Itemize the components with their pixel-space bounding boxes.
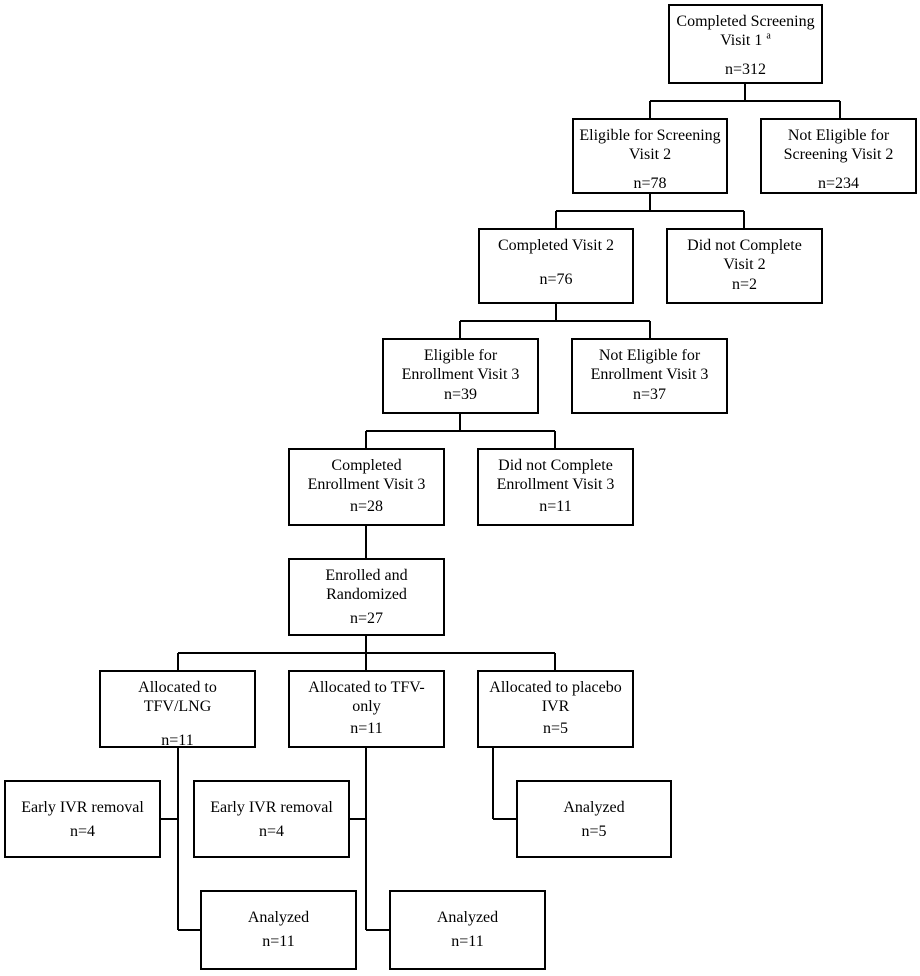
box-label-line1: Analyzed	[247, 909, 310, 926]
box-label-line1: Not Eligible for	[598, 347, 701, 364]
footnote-marker: a	[766, 30, 771, 42]
box-label-line1: Eligible for	[423, 347, 498, 364]
box-count: n=5	[542, 720, 569, 737]
box-allocated-placebo: Allocated to placebo IVR n=5	[477, 670, 634, 748]
box-did-not-complete-visit2: Did not Complete Visit 2 n=2	[666, 228, 823, 304]
box-label-line2: Visit 2	[723, 256, 766, 273]
box-enrolled-randomized: Enrolled and Randomized n=27	[288, 558, 445, 636]
box-label-line1: Analyzed	[563, 799, 625, 816]
box-label-line1: Enrolled and	[325, 567, 408, 584]
box-count: n=11	[161, 732, 194, 749]
box-eligible-screening-visit2: Eligible for Screening Visit 2 n=78	[572, 118, 728, 194]
box-count: n=76	[539, 271, 573, 288]
box-analyzed-tfv-only: Analyzed n=11	[389, 890, 546, 970]
box-did-not-complete-enrollment-visit3: Did not Complete Enrollment Visit 3 n=11	[477, 448, 634, 526]
box-count: n=28	[349, 498, 384, 515]
box-analyzed-placebo: Analyzed n=5	[516, 780, 672, 858]
box-count: n=37	[632, 386, 667, 403]
box-count: n=312	[724, 61, 767, 78]
box-completed-visit2: Completed Visit 2 n=76	[478, 228, 634, 304]
box-label-line2: IVR	[541, 698, 570, 715]
box-count: n=4	[69, 823, 96, 840]
box-label-line2: Enrollment Visit 3	[307, 476, 426, 493]
box-allocated-tfv-lng: Allocated to TFV/LNG n=11	[99, 670, 256, 749]
box-count: n=11	[539, 498, 572, 515]
box-label-line1: Completed	[331, 457, 402, 474]
box-count: n=11	[350, 720, 383, 737]
box-label-line2: Screening Visit 2	[783, 146, 894, 163]
box-label-line1: Completed Screening	[676, 13, 815, 30]
box-label-line1: Completed Visit 2	[497, 237, 615, 254]
box-allocated-tfv-only: Allocated to TFV- only n=11	[288, 670, 445, 748]
box-not-eligible-screening-visit2: Not Eligible for Screening Visit 2 n=234	[760, 118, 917, 194]
box-not-eligible-enrollment-visit3: Not Eligible for Enrollment Visit 3 n=37	[571, 338, 728, 414]
box-count: n=11	[262, 933, 295, 950]
box-count: n=5	[581, 823, 607, 840]
box-completed-enrollment-visit3: Completed Enrollment Visit 3 n=28	[288, 448, 445, 526]
box-eligible-enrollment-visit3: Eligible for Enrollment Visit 3 n=39	[382, 338, 539, 414]
box-count: n=4	[258, 823, 285, 840]
box-count: n=78	[633, 175, 667, 192]
box-label-line2: TFV/LNG	[143, 698, 212, 715]
box-label-line1: Allocated to	[138, 679, 217, 696]
box-early-ivr-removal-tfv-lng: Early IVR removal n=4	[4, 780, 161, 858]
box-early-ivr-removal-tfv-only: Early IVR removal n=4	[193, 780, 350, 858]
box-label-line1: Early IVR removal	[21, 799, 144, 816]
box-label-line2: Enrollment Visit 3	[496, 476, 615, 493]
box-label-line2: Visit 2	[628, 146, 672, 163]
box-label-line2: Visit 1 a	[720, 30, 771, 49]
box-label-line1: Did not Complete	[687, 237, 802, 254]
box-count: n=11	[451, 933, 484, 950]
box-label-line1: Eligible for Screening	[579, 127, 721, 144]
box-count: n=234	[817, 175, 860, 192]
box-label-line2: Enrollment Visit 3	[401, 366, 520, 383]
box-label-line1: Early IVR removal	[210, 799, 333, 816]
box-label-line2: only	[352, 698, 381, 715]
box-label-line1: Analyzed	[436, 909, 499, 926]
box-label-line1: Not Eligible for	[787, 127, 890, 144]
box-analyzed-tfv-lng: Analyzed n=11	[200, 890, 357, 970]
box-count: n=27	[349, 610, 384, 627]
box-label-line1: Allocated to TFV-	[308, 679, 425, 696]
box-count: n=2	[731, 276, 758, 293]
box-label-line2: Enrollment Visit 3	[590, 366, 709, 383]
box-label-line1: Allocated to placebo	[489, 679, 622, 696]
box-label-line1: Did not Complete	[498, 457, 613, 474]
box-label-line2: Randomized	[326, 586, 407, 603]
box-count: n=39	[443, 386, 478, 403]
box-completed-screening-visit1: Completed Screening Visit 1 a n=312	[668, 4, 823, 84]
